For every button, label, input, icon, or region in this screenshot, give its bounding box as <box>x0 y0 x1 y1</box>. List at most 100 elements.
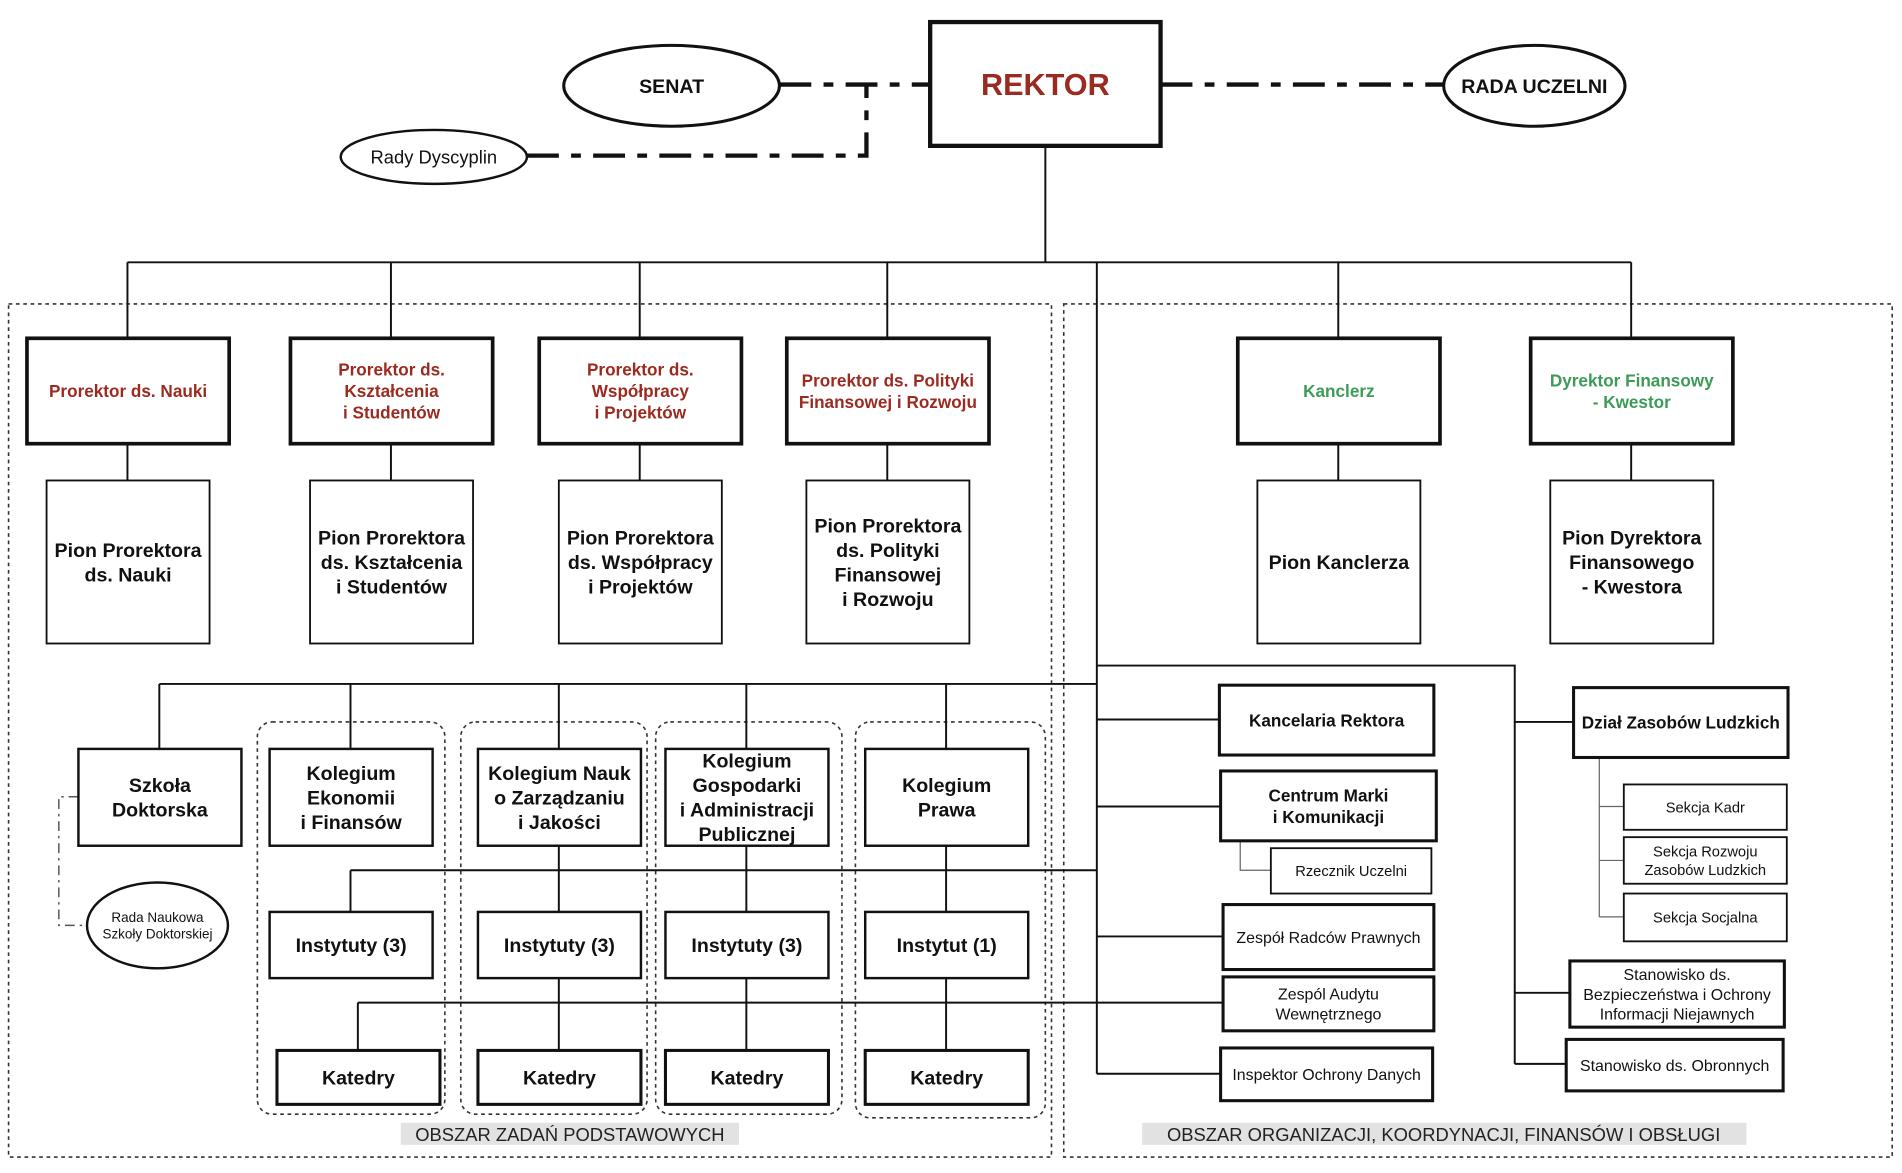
node-label: Kolegium Nauk <box>488 763 631 785</box>
node-label: Rzecznik Uczelni <box>1295 864 1407 880</box>
area-frames <box>7 303 1893 1158</box>
node-label: Finansowego <box>1569 552 1694 574</box>
node-box <box>664 910 830 980</box>
node-label: Doktorska <box>112 800 209 822</box>
node-box <box>268 910 434 980</box>
node-box <box>805 479 971 645</box>
node-label: ds. Polityki <box>836 540 939 562</box>
node-label: o Zarządzaniu <box>494 787 625 809</box>
node-label: Instytuty (3) <box>296 935 407 957</box>
node-label: Zespól Audytu <box>1278 987 1379 1004</box>
node-label: Prorektor ds. <box>587 360 694 380</box>
node-label: i Projektów <box>588 577 693 599</box>
node-label: Prorektor ds. Polityki <box>802 370 974 390</box>
node-kat-4: Katedry <box>863 1048 1030 1106</box>
node-box <box>476 910 643 980</box>
node-kat-2: Katedry <box>476 1048 643 1106</box>
node-box <box>1622 892 1788 943</box>
node-sekcja-socjalna: Sekcja Socjalna <box>1622 892 1788 943</box>
node-label: Prorektor ds. Nauki <box>49 381 207 401</box>
node-label: Stanowisko ds. <box>1624 967 1731 984</box>
node-kat-3: Katedry <box>663 1048 830 1106</box>
node-pion-kanclerza: Pion Kanclerza <box>1256 479 1422 645</box>
node-kanclerz: Kanclerz <box>1235 336 1442 446</box>
node-rektor: REKTOR <box>928 19 1163 149</box>
node-box <box>663 1048 830 1106</box>
connectors <box>58 82 1633 1075</box>
node-label: i Studentów <box>336 577 448 599</box>
node-kancelaria: Kancelaria Rektora <box>1217 683 1436 757</box>
node-label: Kolegium <box>902 775 991 797</box>
node-label: Kanclerz <box>1303 381 1374 401</box>
node-label: Szkoły Doktorskiej <box>102 927 212 942</box>
node-box <box>476 1048 643 1106</box>
node-box <box>1564 1037 1785 1093</box>
node-label: Prawa <box>918 800 977 822</box>
node-label: Bezpieczeństwa i Ochrony <box>1583 987 1771 1004</box>
node-label: Prorektor ds. <box>338 360 445 380</box>
node-rzecznik: Rzecznik Uczelni <box>1269 847 1433 895</box>
node-label: Pion Kanclerza <box>1269 552 1411 574</box>
node-rady-dyscyplin: Rady Dyscyplin <box>339 128 529 186</box>
node-label: Pion Prorektora <box>814 515 962 537</box>
node-iod: Inspektor Ochrony Danych <box>1219 1046 1435 1103</box>
node-label: Finansowej i Rozwoju <box>799 392 977 412</box>
node-label: Pion Dyrektora <box>1562 528 1702 550</box>
node-label: Ekonomii <box>307 787 395 809</box>
area-label-bg-right <box>1142 1122 1747 1145</box>
node-ellipse <box>1442 43 1627 128</box>
node-label: ds. Kształcenia <box>321 552 464 574</box>
node-label: Sekcja Socjalna <box>1653 911 1758 927</box>
node-label: RADA UCZELNI <box>1461 76 1607 98</box>
node-label: Kolegium <box>702 751 791 773</box>
node-box <box>537 336 744 446</box>
node-box <box>784 336 991 446</box>
node-sekcja-kadr: Sekcja Kadr <box>1622 783 1788 831</box>
node-box <box>557 479 723 645</box>
node-box <box>77 747 243 847</box>
node-label: Katedry <box>710 1067 783 1089</box>
node-label: Pion Prorektora <box>55 540 203 562</box>
node-label: Gospodarki <box>693 775 802 797</box>
node-label: ds. Nauki <box>85 564 172 586</box>
node-ellipse <box>562 43 781 128</box>
node-box <box>928 19 1163 149</box>
college-frame-2 <box>459 721 648 1115</box>
area-label-bg-left <box>400 1122 739 1145</box>
node-label: i Jakości <box>518 812 601 834</box>
area-label-left: OBSZAR ZADAŃ PODSTAWOWYCH <box>415 1124 724 1145</box>
node-inst-3: Instytuty (3) <box>664 910 830 980</box>
node-box <box>1217 683 1436 757</box>
node-label: Centrum Marki <box>1268 785 1388 805</box>
node-box <box>1256 479 1422 645</box>
node-label: Sekcja Rozwoju <box>1653 845 1757 861</box>
node-box <box>1221 903 1436 972</box>
node-box <box>1572 686 1790 760</box>
node-box <box>863 747 1030 847</box>
rzecznik-connector <box>1239 840 1271 871</box>
node-label: - Kwestor <box>1593 392 1671 412</box>
node-box <box>1528 336 1735 446</box>
node-label: Dział Zasobów Ludzkich <box>1582 713 1780 733</box>
node-kat-1: Katedry <box>275 1048 442 1106</box>
node-label: Szkoła <box>129 775 192 797</box>
node-label: Instytuty (3) <box>504 935 615 957</box>
node-dzial-zl: Dział Zasobów Ludzkich <box>1572 686 1790 760</box>
node-ellipse <box>339 128 529 186</box>
node-box <box>25 336 232 446</box>
node-dyrektor-finansowy: Dyrektor Finansowy- Kwestor <box>1528 336 1735 446</box>
node-label: i Finansów <box>300 812 402 834</box>
node-box <box>309 479 474 645</box>
node-label: Finansowej <box>835 564 942 586</box>
